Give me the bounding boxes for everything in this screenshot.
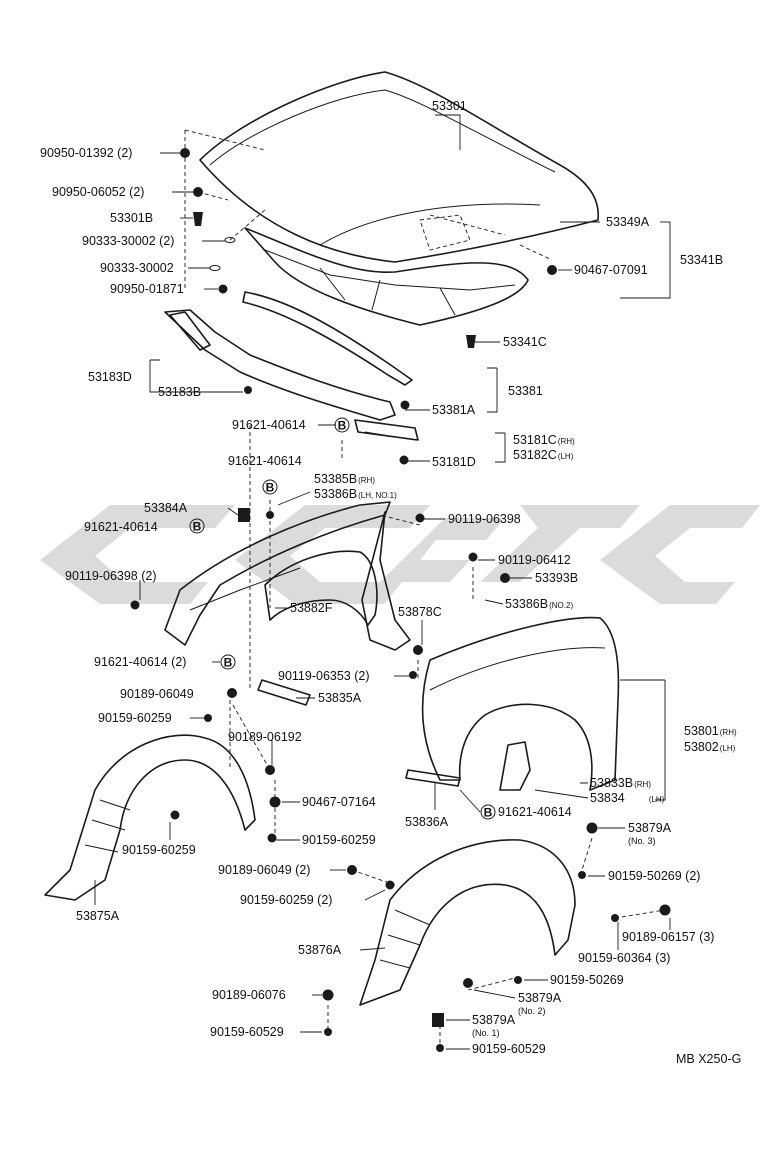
hood-panel-53301: [199, 71, 600, 263]
label-53301: 53301: [432, 99, 467, 113]
fender-bracket-53835A: [257, 679, 311, 706]
hood-inner-panel-53301B: [244, 227, 529, 326]
label-90189-06049: 90189-06049: [120, 687, 194, 701]
label-90333-30002-2: 90333-30002 (2): [82, 234, 174, 248]
label-53386B: 53386B(LH, NO.1): [314, 487, 397, 501]
label-53834: 53834(LH): [590, 791, 665, 805]
fender-liner-53875A: [44, 734, 256, 901]
hood-seal-53381: [242, 291, 413, 386]
label-53879A-1-note: (No. 1): [472, 1028, 500, 1038]
label-90159-60259-a: 90159-60259: [98, 711, 172, 725]
label-90189-06192: 90189-06192: [228, 730, 302, 744]
label-53301B: 53301B: [110, 211, 153, 225]
bolt-marker: B: [484, 806, 493, 820]
label-53393B: 53393B: [535, 571, 578, 585]
label-53183D: 53183D: [88, 370, 132, 384]
label-91621-40614-c: 91621-40614: [84, 520, 158, 534]
leader-lines: [94, 114, 671, 1050]
label-90159-60259-2: 90159-60259 (2): [240, 893, 332, 907]
label-53879A-1: 53879A: [472, 1013, 516, 1027]
label-91621-40614-d: 91621-40614: [498, 805, 572, 819]
label-90119-06412: 90119-06412: [498, 553, 571, 567]
label-53341C: 53341C: [503, 335, 547, 349]
label-53879A-2: 53879A: [518, 991, 562, 1005]
label-90119-06398: 90119-06398: [448, 512, 521, 526]
label-90159-60529-b: 90159-60529: [472, 1042, 546, 1056]
label-91621-40614-2: 91621-40614 (2): [94, 655, 186, 669]
label-53836A: 53836A: [405, 815, 449, 829]
label-53349A: 53349A: [606, 215, 650, 229]
fasteners: [130, 148, 671, 1052]
fender-apron-53882F: [164, 501, 411, 651]
cowl-panel-53183D: [164, 309, 396, 421]
label-53341B: 53341B: [680, 253, 723, 267]
cowl-bracket-53181C: [354, 419, 419, 441]
label-90467-07091: 90467-07091: [574, 263, 648, 277]
bolt-marker: B: [338, 419, 347, 433]
label-53181D: 53181D: [432, 455, 476, 469]
label-53879A-2-note: (No. 2): [518, 1006, 546, 1016]
label-90189-06049-2: 90189-06049 (2): [218, 863, 310, 877]
diagram-code: MB X250-G: [676, 1052, 741, 1066]
label-53879A-3: 53879A: [628, 821, 672, 835]
label-53385B: 53385B(RH): [314, 472, 375, 486]
bolt-markers: B B B B B: [189, 417, 496, 820]
label-53381: 53381: [508, 384, 543, 398]
label-53882F: 53882F: [290, 601, 333, 615]
assembly-lines: [184, 129, 666, 1045]
label-90950-01392: 90950-01392 (2): [40, 146, 132, 160]
label-53384A: 53384A: [144, 501, 188, 515]
label-90159-60364: 90159-60364 (3): [578, 951, 670, 965]
part-labels: 53301 90950-01392 (2) 90950-06052 (2) 53…: [40, 99, 741, 1066]
label-91621-40614-a: 91621-40614: [232, 418, 306, 432]
label-53381A: 53381A: [432, 403, 476, 417]
label-90189-06076: 90189-06076: [212, 988, 286, 1002]
label-53181C: 53181C(RH): [513, 433, 575, 447]
label-91621-40614-b: 91621-40614: [228, 454, 302, 468]
label-90333-30002: 90333-30002: [100, 261, 174, 275]
label-90159-50269-2: 90159-50269 (2): [608, 869, 700, 883]
label-53833B: 53833B(RH): [590, 776, 651, 790]
label-53386B-no2: 53386B(NO.2): [505, 597, 573, 611]
label-90159-60259-c: 90159-60259: [302, 833, 376, 847]
label-53835A: 53835A: [318, 691, 362, 705]
label-53878C: 53878C: [398, 605, 442, 619]
label-90119-06398-2: 90119-06398 (2): [65, 569, 157, 583]
label-90159-50269: 90159-50269: [550, 973, 624, 987]
label-90159-60259-b: 90159-60259: [122, 843, 196, 857]
group-braces: [149, 221, 671, 801]
label-53183B: 53183B: [158, 385, 201, 399]
label-90119-06353: 90119-06353 (2): [278, 669, 370, 683]
label-53876A: 53876A: [298, 943, 342, 957]
label-53802: 53802(LH): [684, 740, 736, 754]
label-90467-07164: 90467-07164: [302, 795, 376, 809]
bolt-marker: B: [193, 520, 202, 534]
fender-liner-53876A: [359, 839, 576, 1006]
label-53875A: 53875A: [76, 909, 120, 923]
front-fender-53801: [421, 616, 620, 791]
label-53182C: 53182C(LH): [513, 448, 574, 462]
label-53801: 53801(RH): [684, 724, 737, 738]
label-90950-06052: 90950-06052 (2): [52, 185, 144, 199]
label-53879A-3-note: (No. 3): [628, 836, 656, 846]
label-90159-60529-a: 90159-60529: [210, 1025, 284, 1039]
bolt-marker: B: [266, 481, 275, 495]
bolt-marker: B: [224, 656, 233, 670]
label-90950-01871: 90950-01871: [110, 282, 184, 296]
fender-bracket-53836A: [405, 741, 531, 791]
label-90189-06157: 90189-06157 (3): [622, 930, 714, 944]
